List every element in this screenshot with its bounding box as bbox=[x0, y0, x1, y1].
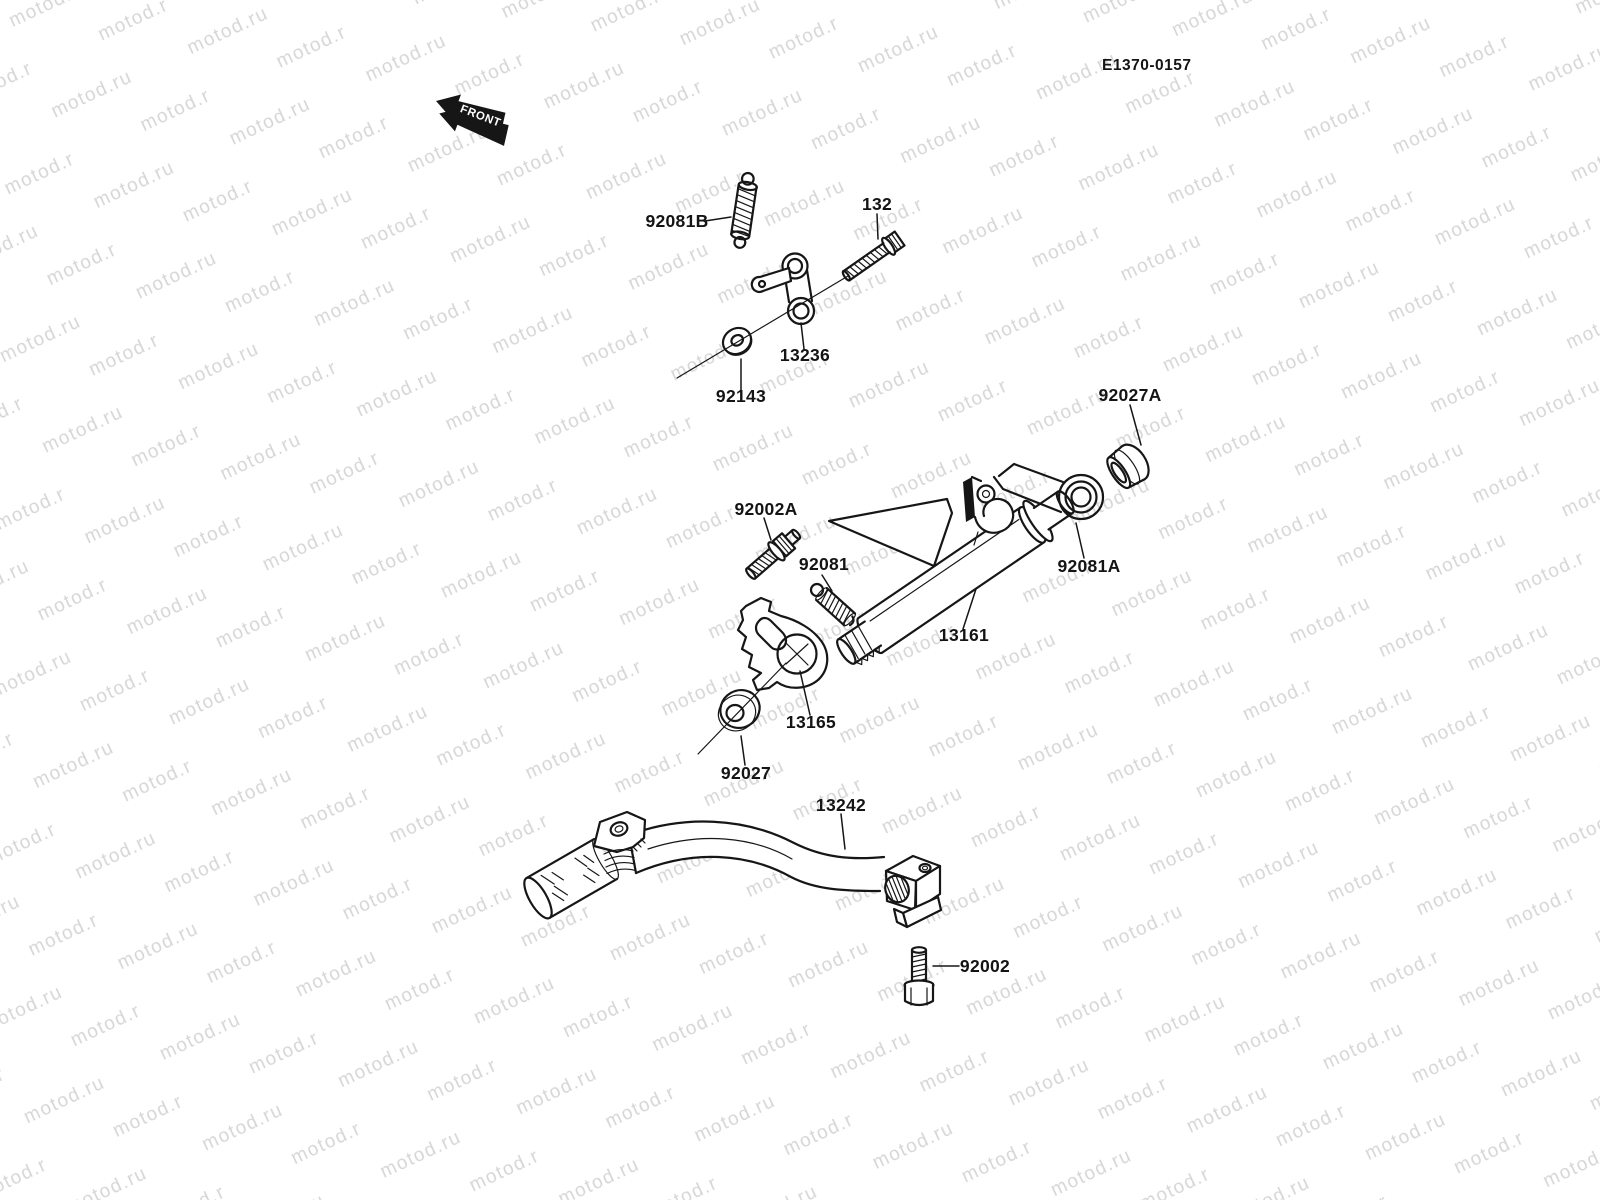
leader-13161 bbox=[962, 588, 977, 630]
shift-fork-drawing bbox=[963, 475, 1015, 546]
label-13242: 13242 bbox=[816, 795, 866, 815]
assembly-axis-line-mid bbox=[697, 662, 787, 755]
ratchet-collar-drawing bbox=[836, 620, 883, 666]
leader-92081b bbox=[704, 216, 732, 222]
cap-92027a-drawing bbox=[1106, 443, 1150, 490]
pawl-spring-92081-drawing bbox=[809, 582, 857, 627]
plate-13165-drawing bbox=[736, 596, 829, 692]
part-labels: E1370-0157 92081B 132 13236 92143 92027A… bbox=[645, 57, 1191, 976]
leader-13236 bbox=[800, 322, 805, 350]
label-92002a: 92002A bbox=[734, 499, 797, 519]
bolt-92002a-drawing bbox=[745, 528, 802, 580]
label-92002: 92002 bbox=[960, 956, 1010, 976]
torsion-spring-92081a-drawing bbox=[992, 462, 1105, 521]
label-92081a: 92081A bbox=[1057, 556, 1120, 576]
label-92143: 92143 bbox=[716, 386, 766, 406]
leader-13242 bbox=[840, 813, 846, 850]
label-92027a: 92027A bbox=[1098, 385, 1161, 405]
leader-92027 bbox=[740, 735, 746, 766]
label-92081: 92081 bbox=[799, 554, 849, 574]
leader-92002a bbox=[763, 517, 772, 541]
leader-132 bbox=[876, 213, 879, 240]
pedal-footpeg-drawing bbox=[523, 837, 619, 920]
leader-92081 bbox=[821, 574, 833, 592]
label-13161: 13161 bbox=[939, 625, 989, 645]
pedal-hinge-drawing bbox=[592, 810, 647, 875]
leader-lines bbox=[676, 213, 1142, 967]
shift-arm-plate-drawing bbox=[827, 497, 954, 568]
diagram-line-art: FRONT bbox=[436, 94, 1150, 1007]
return-spring-92081b-drawing bbox=[730, 171, 758, 249]
figure-code: E1370-0157 bbox=[1102, 57, 1191, 74]
leader-92081a bbox=[1075, 522, 1085, 559]
pedal-13242-drawing bbox=[627, 820, 886, 893]
label-13236: 13236 bbox=[780, 345, 830, 365]
label-13165: 13165 bbox=[786, 712, 836, 732]
leader-92027a bbox=[1129, 404, 1142, 446]
washer-92143-drawing bbox=[721, 326, 753, 356]
label-92081b: 92081B bbox=[645, 211, 708, 231]
pedal-clamp-drawing bbox=[884, 854, 943, 929]
assembly-axis-line-top bbox=[676, 275, 849, 379]
bolt-92002-drawing bbox=[903, 946, 935, 1007]
leader-13165 bbox=[799, 670, 811, 716]
label-132: 132 bbox=[862, 194, 892, 214]
label-92027: 92027 bbox=[721, 763, 771, 783]
bolt-132-drawing bbox=[841, 230, 906, 282]
